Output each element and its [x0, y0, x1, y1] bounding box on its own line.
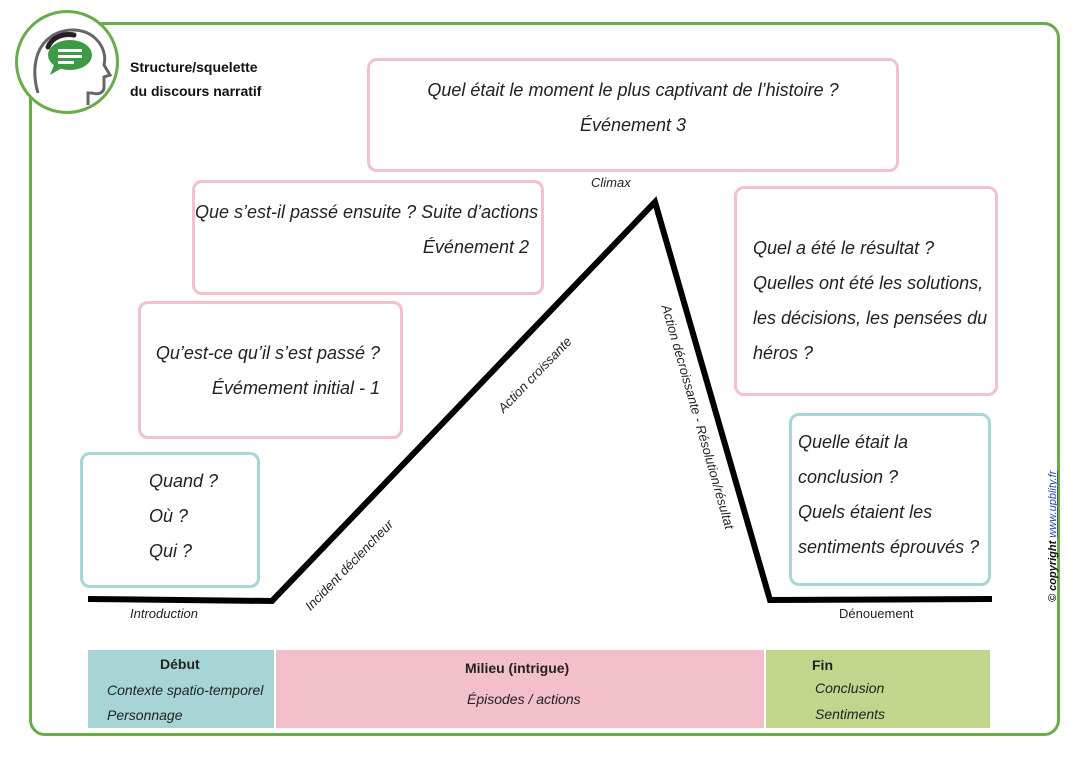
event2-box: Que s’est-il passé ensuite ? Suite d’act…: [192, 180, 544, 295]
where-question: Où ?: [149, 506, 189, 526]
event2-event: Événement 2: [422, 237, 529, 257]
setting-box: Quand ? Où ? Qui ?: [80, 452, 260, 588]
page-title: Structure/squelette du discours narratif: [130, 55, 261, 103]
fin-conclusion: Conclusion: [815, 680, 885, 696]
title-line-2: du discours narratif: [130, 83, 262, 99]
debut-heading: Début: [160, 656, 200, 672]
milieu-heading: Milieu (intrigue): [465, 660, 570, 676]
debut-character: Personnage: [107, 707, 183, 723]
who-question: Qui ?: [149, 541, 193, 561]
conclusion-line-4: sentiments éprouvés ?: [798, 537, 980, 557]
copyright-prefix: © copyright: [1047, 537, 1059, 602]
title-line-1: Structure/squelette: [130, 59, 258, 75]
fin-feelings: Sentiments: [815, 706, 886, 722]
copyright-link[interactable]: www.upblity.fr: [1047, 470, 1059, 538]
fin-heading: Fin: [812, 657, 833, 673]
logo: [15, 10, 119, 114]
outer-frame: [29, 22, 1060, 736]
climax-box: Quel était le moment le plus captivant d…: [367, 58, 899, 172]
conclusion-line-3: Quels étaient les: [798, 502, 933, 522]
result-line-1: Quel a été le résultat ?: [753, 238, 935, 258]
climax-event: Événement 3: [579, 115, 687, 135]
debut-context: Contexte spatio-temporel: [107, 682, 264, 698]
copyright-notice: © copyright www.upblity.fr: [1047, 471, 1059, 602]
initial-event: Évémement initial - 1: [211, 378, 380, 398]
result-line-2: Quelles ont été les solutions,: [753, 273, 984, 293]
band-fin: Fin Conclusion Sentiments: [766, 650, 990, 728]
climax-label: Climax: [591, 175, 631, 190]
result-box: Quel a été le résultat ? Quelles ont été…: [734, 186, 998, 396]
band-milieu: Milieu (intrigue) Épisodes / actions: [276, 650, 764, 728]
when-question: Quand ?: [149, 471, 219, 491]
introduction-label: Introduction: [130, 606, 198, 621]
band-debut: Début Contexte spatio-temporel Personnag…: [88, 650, 274, 728]
conclusion-line-1: Quelle était la: [798, 432, 909, 452]
result-line-4: héros ?: [753, 343, 814, 363]
milieu-episodes: Épisodes / actions: [467, 691, 581, 707]
conclusion-line-2: conclusion ?: [798, 467, 899, 487]
result-line-3: les décisions, les pensées du: [753, 308, 988, 328]
head-with-speech-bubble-icon: [33, 28, 113, 105]
climax-question: Quel était le moment le plus captivant d…: [427, 80, 839, 100]
initial-question: Qu’est-ce qu’il s’est passé ?: [155, 343, 380, 363]
event2-question: Que s’est-il passé ensuite ? Suite d’act…: [195, 202, 539, 222]
initial-event-box: Qu’est-ce qu’il s’est passé ? Évémement …: [138, 301, 403, 439]
conclusion-box: Quelle était la conclusion ? Quels étaie…: [789, 413, 991, 586]
denouement-label: Dénouement: [839, 606, 914, 621]
